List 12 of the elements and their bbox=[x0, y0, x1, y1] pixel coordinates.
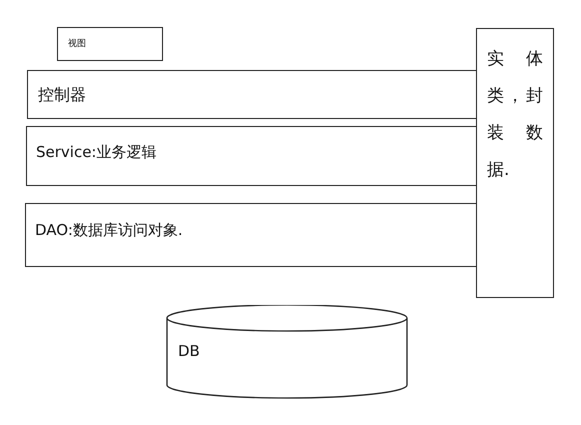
layer-label: DB bbox=[178, 342, 200, 360]
layer-label: DAO:数据库访问对象. bbox=[35, 221, 183, 240]
layer-box bbox=[25, 203, 477, 267]
layer-box bbox=[26, 126, 477, 186]
layer-box bbox=[27, 70, 477, 119]
layer-label: Service:业务逻辑 bbox=[36, 143, 156, 162]
entity-box bbox=[476, 28, 554, 298]
layer-label: 视图 bbox=[68, 38, 86, 50]
entity-label: 实体类，封装数据. bbox=[487, 48, 543, 182]
view-box bbox=[57, 27, 163, 61]
layer-label: 控制器 bbox=[38, 85, 86, 106]
database-cylinder bbox=[166, 305, 408, 399]
